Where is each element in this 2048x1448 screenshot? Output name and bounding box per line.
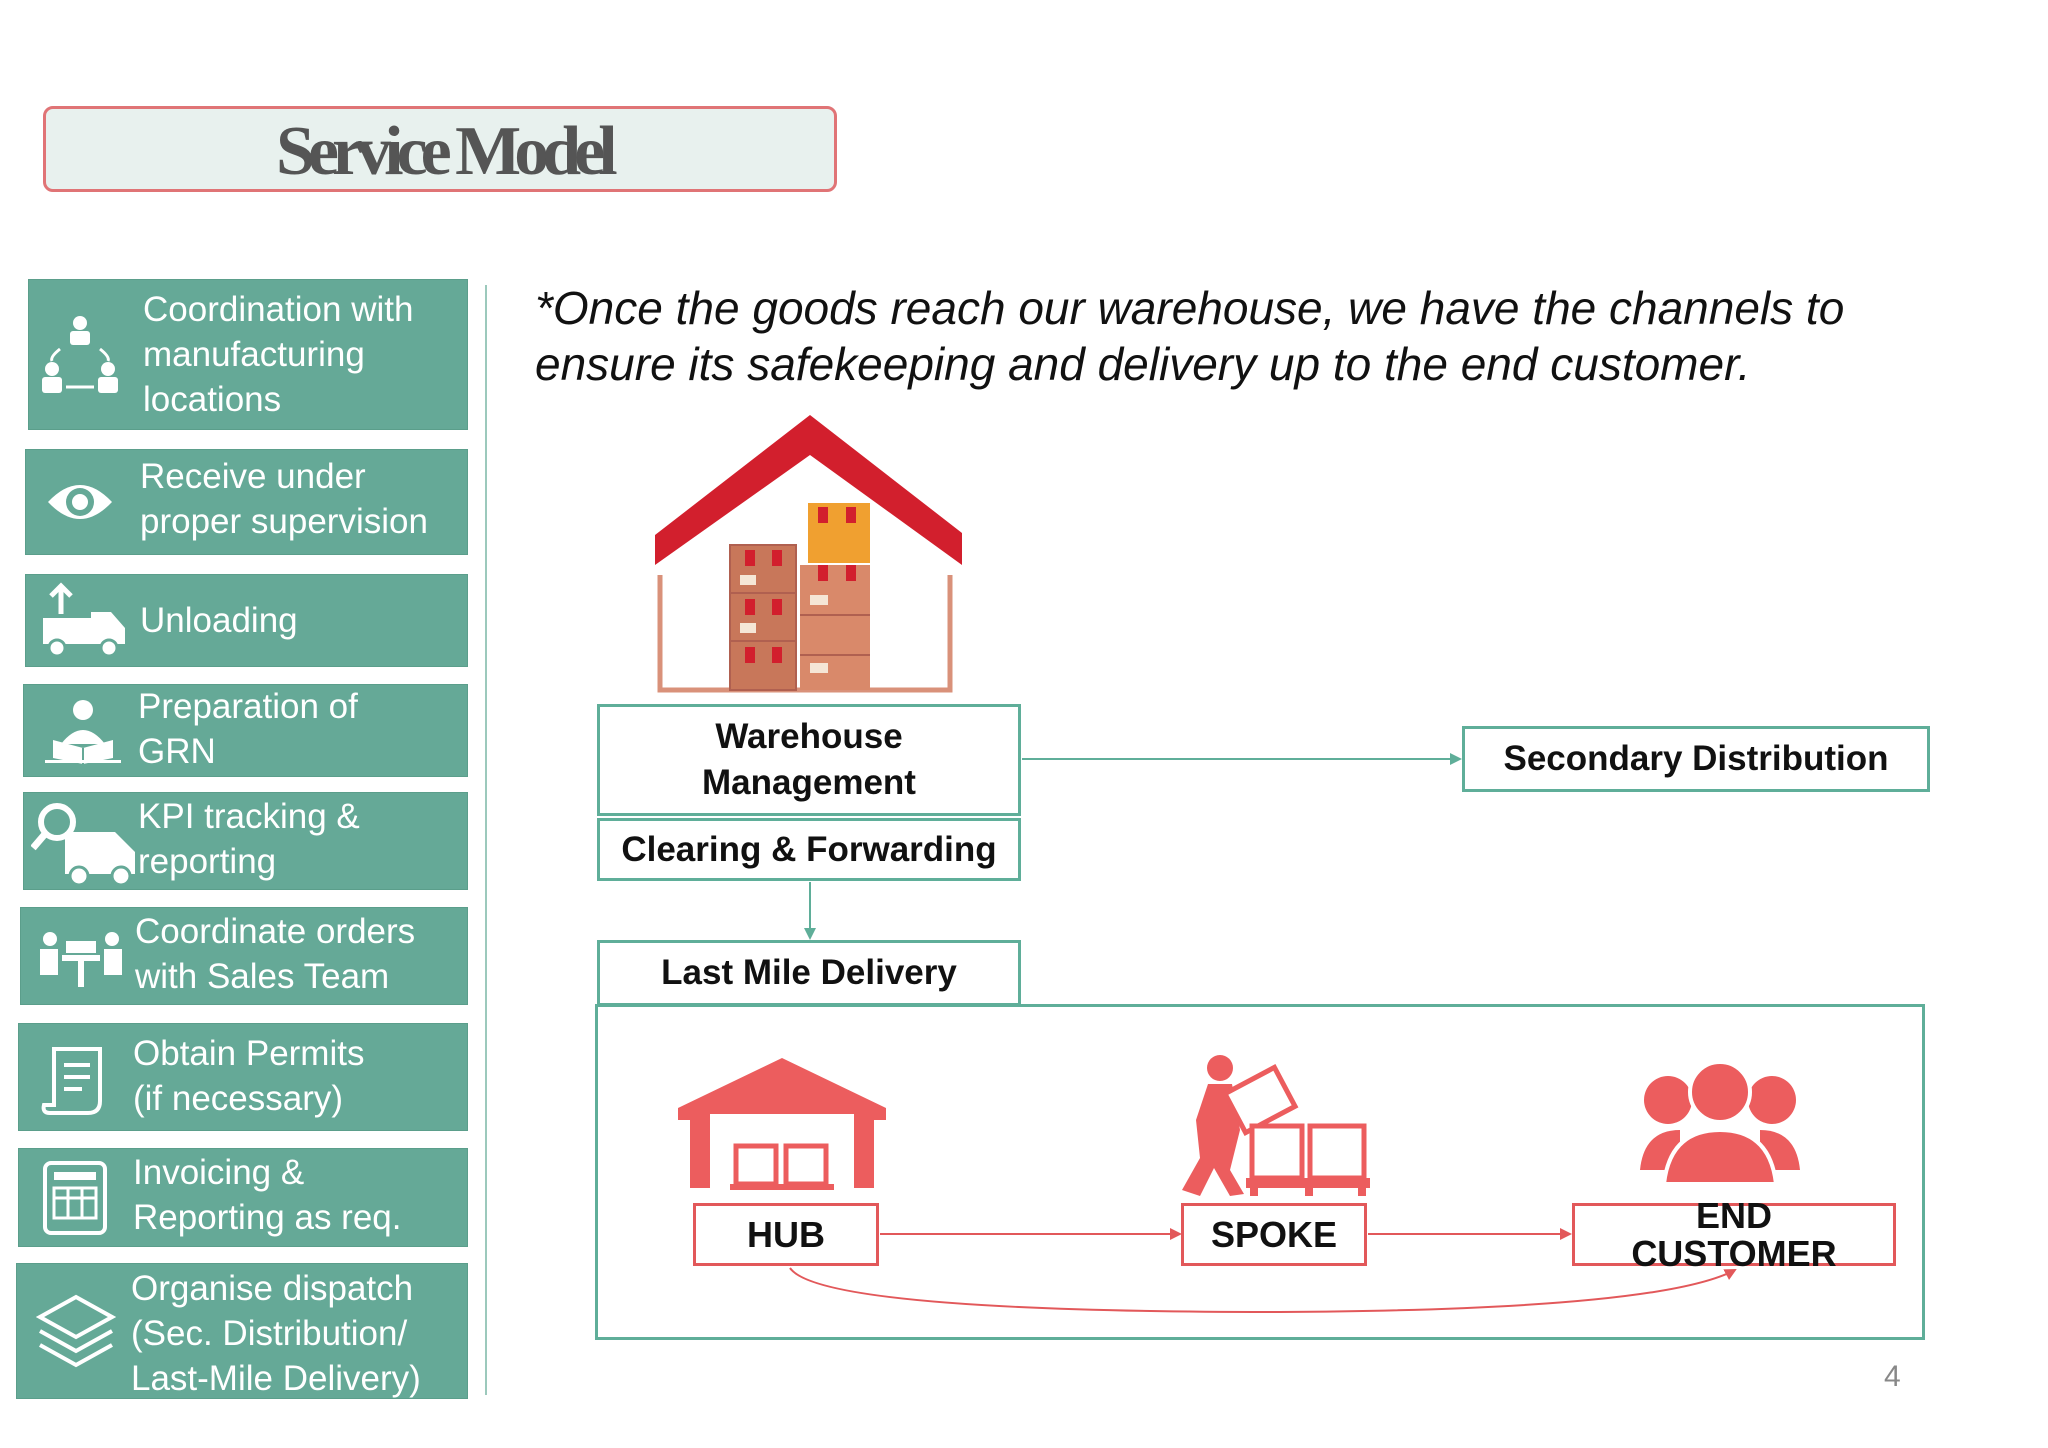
sidebar-item-kpi[interactable]: KPI tracking & reporting (23, 792, 468, 890)
sidebar-item-grn[interactable]: Preparation of GRN (23, 684, 468, 777)
unloading-truck-icon (43, 582, 125, 658)
meeting-table-icon (40, 932, 122, 987)
permit-scroll-icon (41, 1047, 102, 1115)
sidebar-item-label: Organise dispatch (Sec. Distribution/ La… (131, 1269, 421, 1398)
sidebar-item-label: KPI tracking & reporting (138, 797, 360, 881)
truck-search-icon (31, 803, 135, 886)
last-mile-frame (595, 1004, 1925, 1340)
sidebar-item-receive[interactable]: Receive under proper supervision (25, 449, 468, 555)
last-mile-delivery-box: Last Mile Delivery (597, 940, 1021, 1006)
sidebar-item-label: Obtain Permits (if necessary) (133, 1034, 365, 1118)
document-reader-icon (45, 700, 121, 764)
secondary-distribution-box: Secondary Distribution (1462, 726, 1930, 792)
sidebar-item-label: Preparation of GRN (138, 687, 358, 771)
sidebar-item-label: Unloading (140, 601, 298, 640)
hub-box: HUB (693, 1203, 879, 1266)
warehouse-management-box: Warehouse Management (597, 704, 1021, 816)
sidebar-item-label: Coordination with manufacturing location… (143, 290, 414, 419)
sidebar-item-label: Receive under proper supervision (140, 457, 428, 541)
sidebar-item-coordinate-orders[interactable]: Coordinate orders with Sales Team (20, 907, 468, 1005)
sidebar-item-dispatch[interactable]: Organise dispatch (Sec. Distribution/ La… (16, 1263, 468, 1399)
spoke-box: SPOKE (1181, 1203, 1367, 1266)
sidebar-item-label: Coordinate orders with Sales Team (135, 912, 416, 996)
invoice-icon (43, 1161, 107, 1235)
divider-line (485, 285, 487, 1395)
team-coordination-icon (42, 316, 118, 393)
end-customer-group-icon (1640, 1060, 1800, 1184)
end-customer-box: END CUSTOMER (1572, 1196, 1896, 1272)
sidebar-item-unloading[interactable]: Unloading (25, 574, 468, 667)
arrow-hub-customer (789, 1267, 1737, 1314)
title-box: Service Model (43, 106, 837, 192)
page-title: Service Model (276, 113, 618, 190)
sidebar-item-permits[interactable]: Obtain Permits (if necessary) (18, 1023, 468, 1131)
warehouse-house-icon (655, 415, 962, 693)
intro-text: *Once the goods reach our warehouse, we … (535, 282, 1845, 390)
hub-warehouse-icon (678, 1058, 886, 1190)
clearing-forwarding-box: Clearing & Forwarding (597, 818, 1021, 881)
page-number: 4 (1884, 1360, 1901, 1393)
sidebar-item-coordination[interactable]: Coordination with manufacturing location… (28, 279, 468, 430)
sidebar-item-label: Invoicing & Reporting as req. (133, 1153, 402, 1237)
eye-icon (48, 485, 112, 519)
layers-icon (36, 1294, 116, 1368)
sidebar-item-invoicing[interactable]: Invoicing & Reporting as req. (18, 1148, 468, 1247)
spoke-delivery-person-icon (1182, 1055, 1370, 1196)
